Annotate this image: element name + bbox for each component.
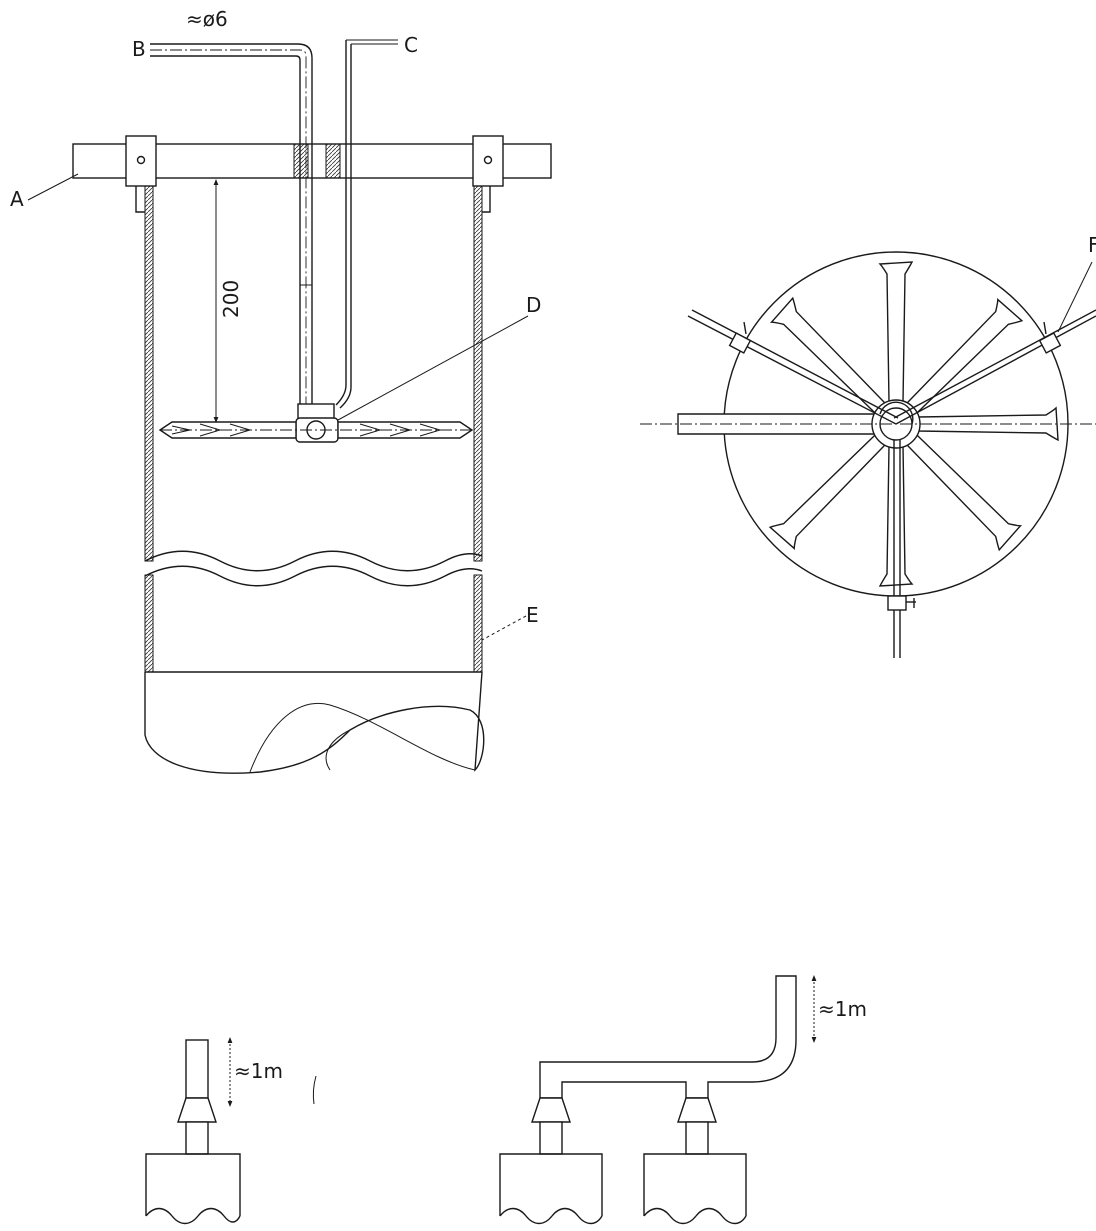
tube-wall-left-lower bbox=[144, 574, 154, 673]
disperser-arms bbox=[158, 421, 474, 439]
thin-tube-c bbox=[335, 40, 347, 406]
tube-wall-right-lower bbox=[473, 574, 483, 673]
sample-container-single bbox=[145, 1153, 241, 1216]
tube-wall-left bbox=[144, 177, 154, 562]
label-a: A bbox=[10, 187, 24, 211]
clamp-left bbox=[125, 135, 157, 213]
break-line-upper bbox=[144, 550, 483, 572]
label-e: E bbox=[526, 603, 539, 627]
height-label-single: ≈1m bbox=[234, 1059, 283, 1083]
side-view: 200 ≈ø6 B C A D E bbox=[10, 7, 552, 774]
height-label-double: ≈1m bbox=[818, 997, 867, 1021]
sample-container-left bbox=[499, 1153, 603, 1216]
tube-wall-right bbox=[473, 177, 483, 562]
air-tube-b bbox=[150, 43, 313, 405]
double-sampler-arrangement: ≈1m bbox=[499, 975, 867, 1225]
label-b: B bbox=[132, 37, 146, 61]
sample-container-right bbox=[643, 1153, 747, 1216]
sample-bag bbox=[144, 671, 485, 774]
single-sampler-arrangement: ≈1m bbox=[145, 1037, 317, 1225]
dimension-200-label: 200 bbox=[219, 280, 243, 318]
manifold-pipe bbox=[539, 975, 797, 1099]
label-f: F bbox=[1088, 233, 1096, 257]
label-d: D bbox=[526, 293, 541, 317]
break-line-lower bbox=[144, 565, 483, 587]
clamp-right bbox=[472, 135, 504, 213]
top-view: F bbox=[640, 233, 1096, 658]
diameter-label: ≈ø6 bbox=[186, 7, 228, 31]
label-c: C bbox=[404, 33, 418, 57]
